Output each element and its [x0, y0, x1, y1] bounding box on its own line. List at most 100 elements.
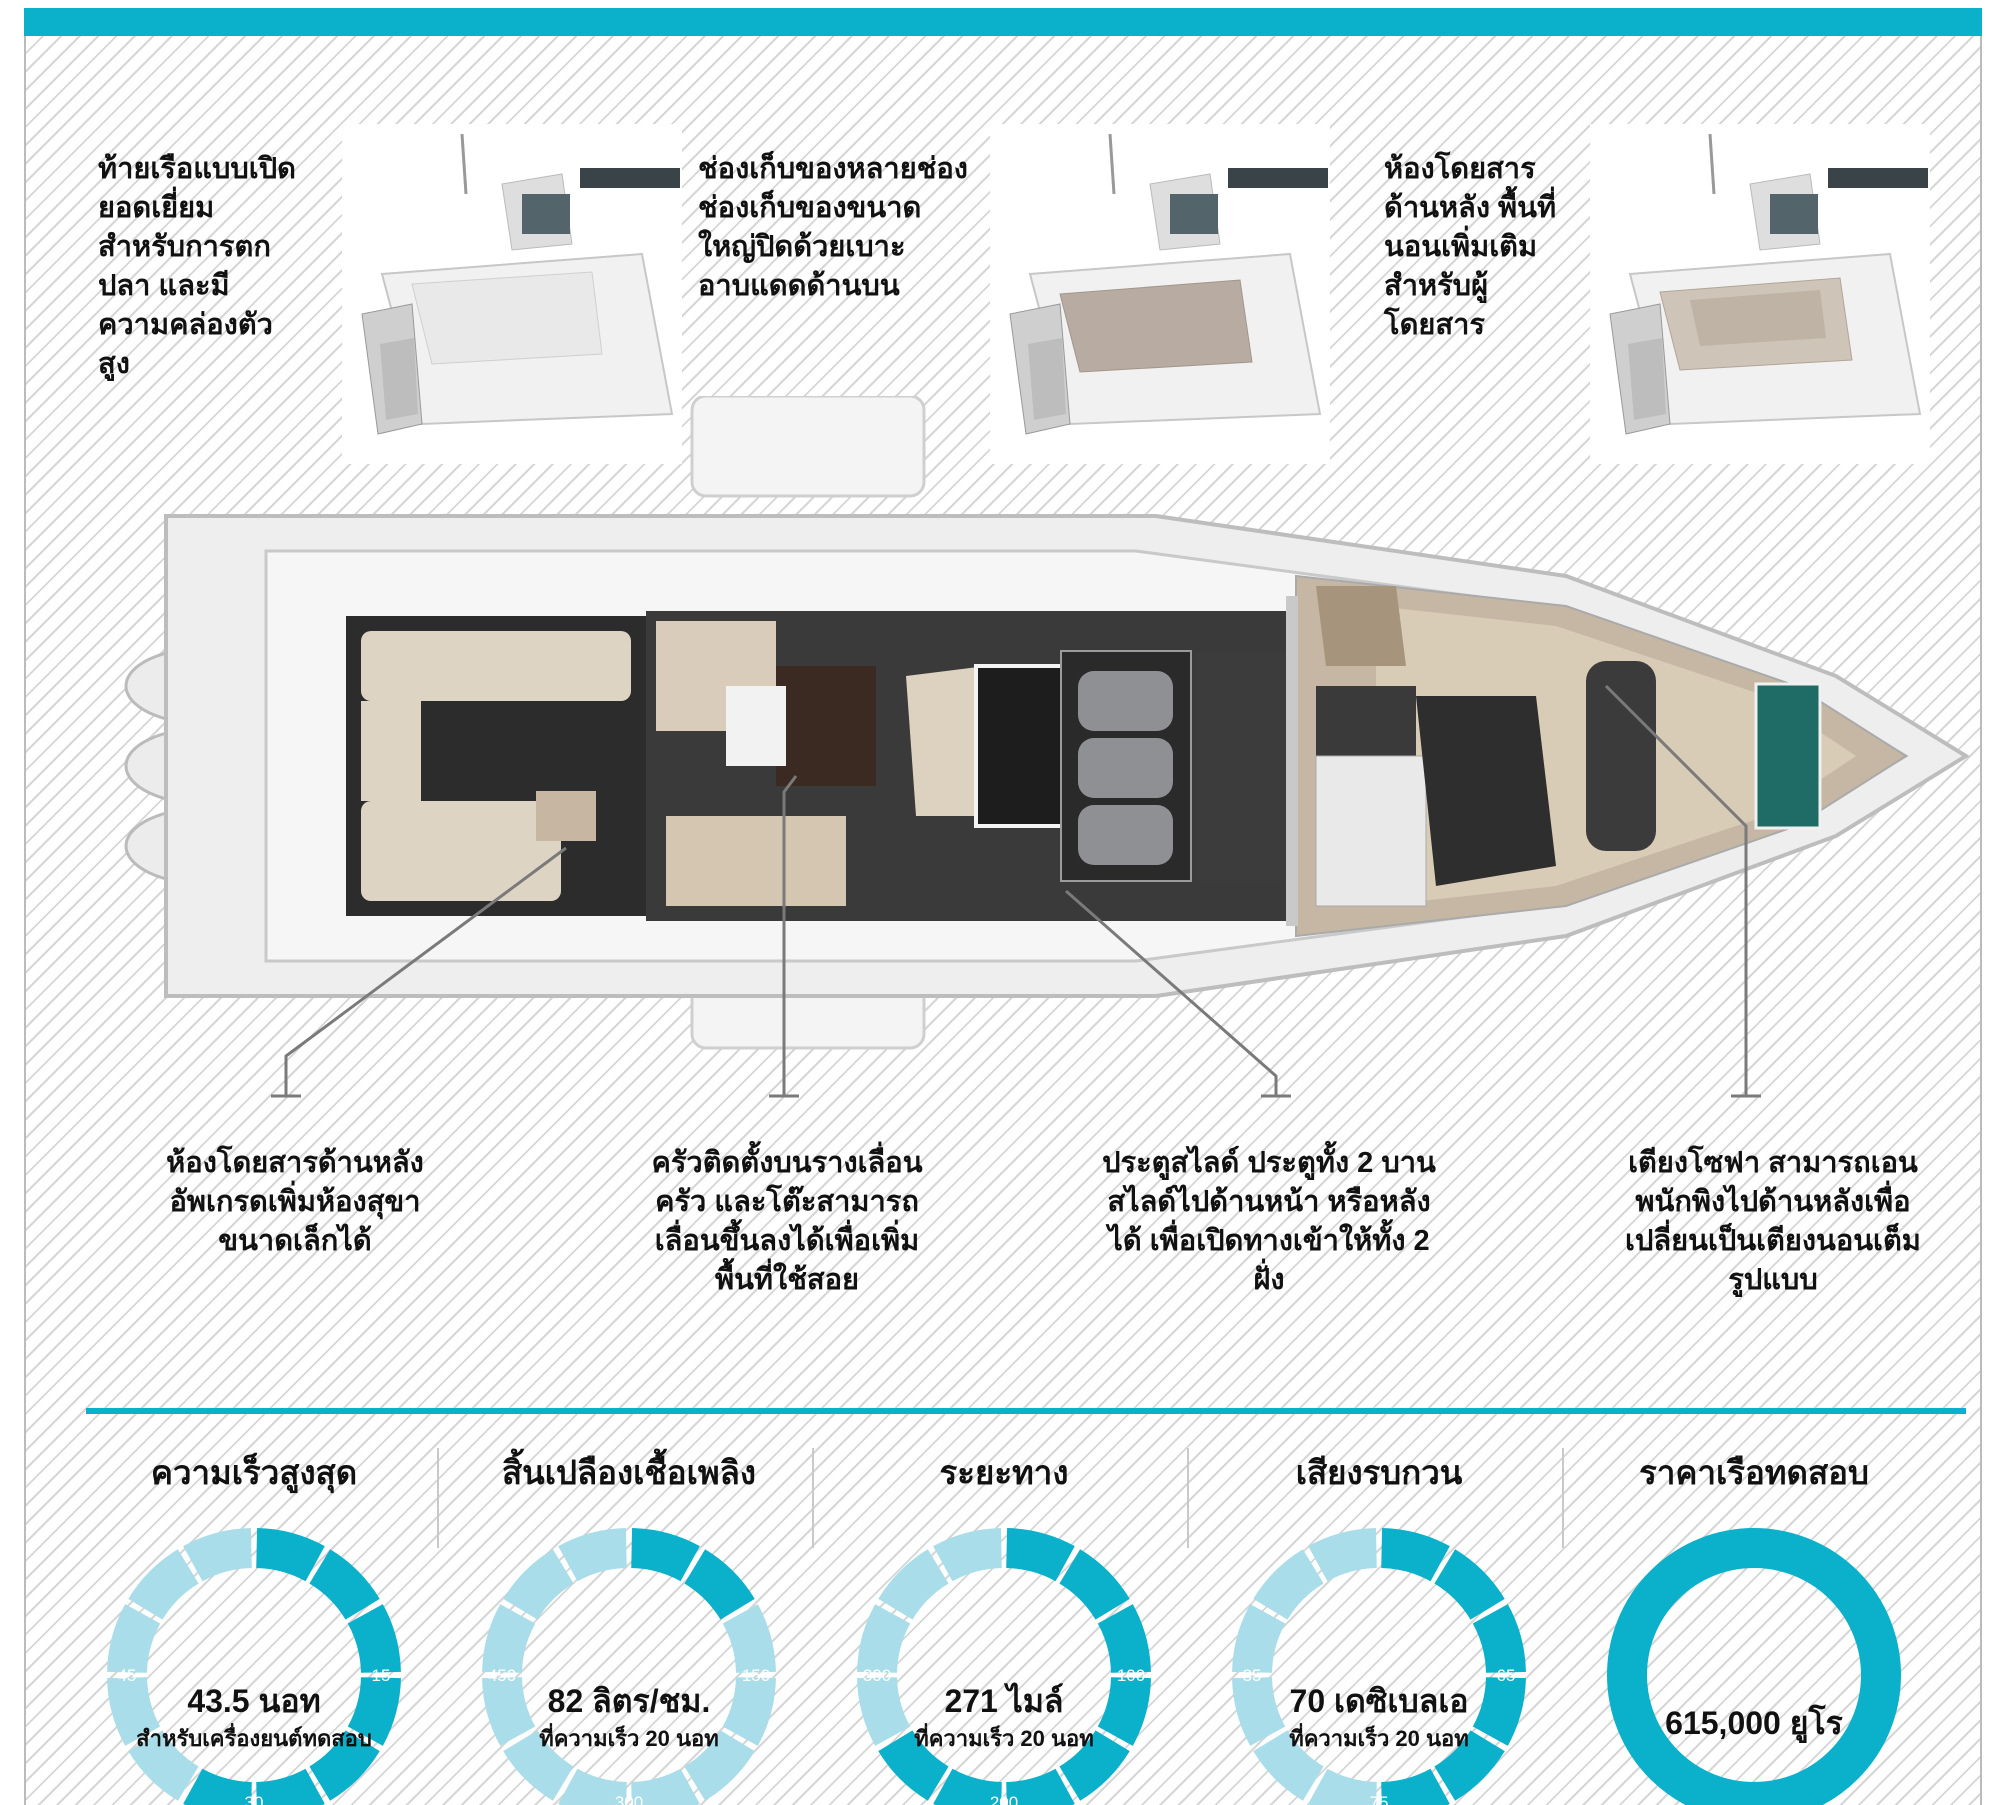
stat-note: สำหรับเครื่องยนต์ทดสอบ	[136, 1726, 372, 1751]
boat-top-view	[124, 396, 1970, 1050]
gauge-segment	[1005, 1528, 1075, 1582]
stat-divider	[1562, 1448, 1564, 1548]
boat-stern-thumbnail-3	[1590, 124, 1930, 464]
stat-divider	[437, 1448, 439, 1548]
gauge-segment	[683, 1729, 755, 1801]
gauge-segment	[857, 1676, 911, 1746]
callout-sofa-bed: เตียงโซฟา สามารถเอนพนักพิงไปด้านหลังเพื่…	[1625, 1147, 1921, 1296]
stat-value: 70 เดซิเบลเอ	[1289, 1683, 1469, 1719]
stat-title: ระยะทาง	[939, 1454, 1069, 1491]
gauge-full-ring	[1607, 1528, 1901, 1805]
gauge-segment	[1232, 1604, 1286, 1674]
gauge-segment	[482, 1676, 536, 1746]
gauge-segment	[107, 1676, 161, 1746]
gauge-segment	[1380, 1768, 1450, 1805]
gauge-tick-label: 30	[245, 1793, 264, 1805]
boat-stern-thumbnail-1	[342, 124, 682, 464]
gauge-segment	[722, 1604, 776, 1674]
gauge-tick-label: 100	[1117, 1666, 1145, 1685]
gauge-segment	[722, 1676, 776, 1746]
gauge-segment	[128, 1729, 200, 1801]
infographic-panel: ท้ายเรือแบบเปิด ยอดเยี่ยมสำหรับการตกปลา …	[24, 36, 1982, 1805]
gauge-tick-label: 45	[118, 1666, 137, 1685]
stat-divider	[812, 1448, 814, 1548]
callout-storage: ช่องเก็บของหลายช่อง ช่องเก็บของขนาดใหญ่ป…	[698, 153, 968, 302]
gauge-segment	[1433, 1729, 1505, 1801]
gauge-segment	[1005, 1768, 1075, 1805]
gauge-segment	[183, 1528, 253, 1582]
gauge-segment	[347, 1604, 401, 1674]
boat-stern-thumbnail-2	[990, 124, 1330, 464]
gauge-tick-label: 150	[742, 1666, 770, 1685]
gauge-segment	[308, 1729, 380, 1801]
gauge-segment	[128, 1549, 200, 1621]
gauge-segment	[1308, 1768, 1378, 1805]
gauge-segment	[1472, 1676, 1526, 1746]
gauge-segment	[878, 1549, 950, 1621]
gauge-tick-label: 300	[863, 1666, 891, 1685]
callout-leader-lines	[271, 684, 1761, 1098]
gauge-segment	[308, 1549, 380, 1621]
gauge-segment	[255, 1528, 325, 1582]
gauge-segment	[683, 1549, 755, 1621]
gauge-segment	[558, 1768, 628, 1805]
gauge-segment	[347, 1676, 401, 1746]
gauge-ring: 15 30 45	[107, 1528, 401, 1805]
gauge-segment	[503, 1729, 575, 1801]
gauge-segment	[107, 1604, 161, 1674]
gauge-segment	[857, 1604, 911, 1674]
stat-title: สิ้นเปลืองเชื้อเพลิง	[502, 1454, 756, 1491]
gauge-segment	[1232, 1676, 1286, 1746]
gauge-segment	[1253, 1729, 1325, 1801]
gauge-segment	[503, 1549, 575, 1621]
stat-test-price: ราคาเรือทดสอบ 615,000 ยูโร	[1574, 1426, 1934, 1805]
stat-title: ราคาเรือทดสอบ	[1639, 1454, 1869, 1491]
gauge-segment	[933, 1528, 1003, 1582]
stat-note: ที่ความเร็ว 20 นอท	[539, 1726, 719, 1751]
stat-value: 615,000 ยูโร	[1665, 1705, 1843, 1741]
stat-top-speed: ความเร็วสูงสุด 15 30 45 43.5 นอท สำหรับเคร…	[74, 1426, 434, 1805]
gauge-segment	[1097, 1604, 1151, 1674]
gauge-tick-label: 65	[1497, 1666, 1516, 1685]
gauge-segment	[183, 1768, 253, 1805]
gauge-segment	[1433, 1549, 1505, 1621]
gauge-segment	[630, 1528, 700, 1582]
gauge-segment	[1380, 1528, 1450, 1582]
gauge-segment	[1058, 1549, 1130, 1621]
gauge-tick-label: 75	[1370, 1793, 1389, 1805]
gauge-segment	[1472, 1604, 1526, 1674]
top-accent-bar	[24, 8, 1982, 36]
gauge-segment	[878, 1729, 950, 1801]
gauge-ring	[1607, 1528, 1901, 1805]
gauge-ring: 65 75 85	[1232, 1528, 1526, 1805]
stat-note: ที่ความเร็ว 20 นอท	[1289, 1726, 1469, 1751]
stat-title: ความเร็วสูงสุด	[150, 1454, 358, 1491]
stats-separator	[86, 1408, 1966, 1414]
gauge-segment	[1253, 1549, 1325, 1621]
gauge-tick-label: 15	[372, 1666, 391, 1685]
gauge-tick-label: 300	[615, 1793, 643, 1805]
callout-aft-cabin-toilet: ห้องโดยสารด้านหลัง อัพเกรดเพิ่มห้องสุขาข…	[166, 1147, 424, 1257]
gauge-segment	[558, 1528, 628, 1582]
stat-divider	[1187, 1448, 1189, 1548]
stat-noise: เสียงรบกวน 65 75 85 70 เดซิเบลเอ ที่ความเร…	[1199, 1426, 1559, 1805]
gauge-tick-label: 450	[488, 1666, 516, 1685]
stat-value: 82 ลิตร/ชม.	[547, 1683, 711, 1719]
stat-title: เสียงรบกวน	[1295, 1454, 1463, 1491]
callout-sliding-galley: ครัวติดตั้งบนรางเลื่อนครัว และโต๊ะสามารถ…	[651, 1147, 923, 1296]
callout-open-stern: ท้ายเรือแบบเปิด ยอดเยี่ยมสำหรับการตกปลา …	[98, 153, 296, 380]
callout-aft-cabin-sleep: ห้องโดยสารด้านหลัง พื้นที่นอนเพิ่มเติมสำ…	[1384, 153, 1557, 341]
callout-sliding-doors: ประตูสไลด์ ประตูทั้ง 2 บานสไลด์ไปด้านหน้…	[1102, 1147, 1436, 1296]
gauge-segment	[482, 1604, 536, 1674]
gauge-segment	[1097, 1676, 1151, 1746]
stat-value: 43.5 นอท	[187, 1683, 321, 1719]
stat-value: 271 ไมล์	[944, 1683, 1064, 1719]
stat-note: ที่ความเร็ว 20 นอท	[914, 1726, 1094, 1751]
stat-fuel-consumption: สิ้นเปลืองเชื้อเพลิง 150 300 450 82 ลิตร/ช…	[449, 1426, 809, 1805]
gauge-ring: 150 300 450	[482, 1528, 776, 1805]
gauge-segment	[1308, 1528, 1378, 1582]
gauge-tick-label: 85	[1243, 1666, 1262, 1685]
gauge-segment	[630, 1768, 700, 1805]
